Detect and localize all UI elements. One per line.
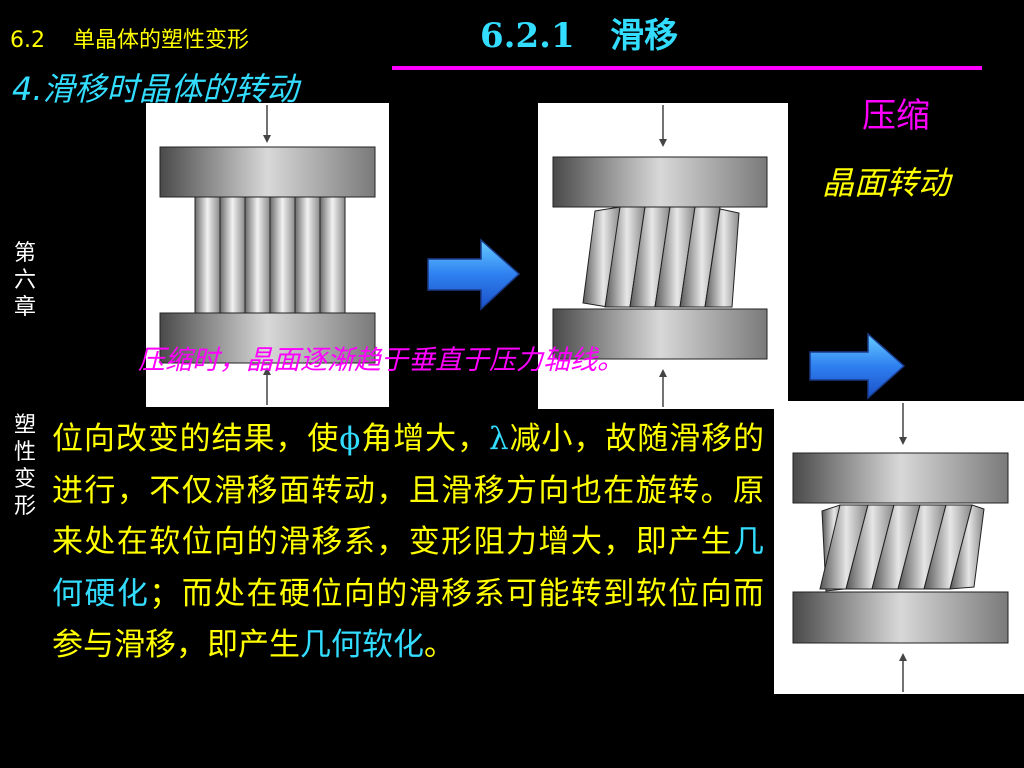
crystal-rotated-diagram <box>538 103 788 409</box>
chapter-topic-char: 形 <box>13 494 36 519</box>
diagram-caption: 压缩时，晶面逐渐趋于垂直于压力轴线。 <box>138 345 624 376</box>
crystal-further-rotated-diagram <box>774 401 1024 694</box>
compression-arrow-icon <box>899 403 907 445</box>
section-label: 6.2 单晶体的塑性变形 <box>10 22 249 54</box>
phi-symbol: ϕ <box>339 421 361 457</box>
body-text-2: 角增大， <box>360 421 489 457</box>
compression-arrow-icon <box>263 367 271 405</box>
explanation-paragraph: 位向改变的结果，使ϕ角增大，λ减小，故随滑移的进行，不仅滑移面转动，且滑移方向也… <box>52 414 764 672</box>
chapter-topic: 塑 性 变 形 <box>10 412 40 520</box>
compression-arrow-icon <box>263 105 271 143</box>
chapter-char: 章 <box>13 295 36 320</box>
term-geometric-softening: 几何软化 <box>300 627 424 663</box>
right-arrow-icon <box>426 237 521 312</box>
compression-arrow-icon <box>659 105 667 147</box>
chapter-topic-char: 性 <box>13 440 36 465</box>
section-name: 单晶体的塑性变形 <box>72 28 249 53</box>
chapter-char: 六 <box>13 268 36 293</box>
compress-label: 压缩 <box>862 96 930 136</box>
section-number: 6.2 <box>10 28 45 53</box>
chapter-topic-char: 变 <box>13 467 36 492</box>
chapter-topic-char: 塑 <box>13 413 36 438</box>
body-text-5: 。 <box>424 627 455 663</box>
plane-rotation-label: 晶面转动 <box>822 164 951 202</box>
page-title: 6.2.1 滑移 <box>480 16 679 56</box>
body-text-4: ；而处在硬位向的滑移系可能转到软位向而参与滑移，即产生 <box>52 575 765 664</box>
compression-arrow-icon <box>659 369 667 407</box>
body-text-1: 位向改变的结果，使 <box>52 421 340 457</box>
chapter-label: 第 六 章 <box>10 240 40 321</box>
title-underline <box>392 66 982 70</box>
body-text-3: 减小，故随滑移的进行，不仅滑移面转动，且滑移方向也在旋转。原来处在软位向的滑移系… <box>52 421 765 560</box>
crystal-initial-diagram <box>146 103 389 407</box>
lambda-symbol: λ <box>489 421 509 457</box>
chapter-char: 第 <box>13 241 36 266</box>
compression-arrow-icon <box>899 653 907 692</box>
topic-heading: 4.滑移时晶体的转动 <box>12 70 299 108</box>
right-arrow-icon <box>808 332 906 400</box>
term-geometric-hardening: 几何硬化 <box>52 524 764 612</box>
